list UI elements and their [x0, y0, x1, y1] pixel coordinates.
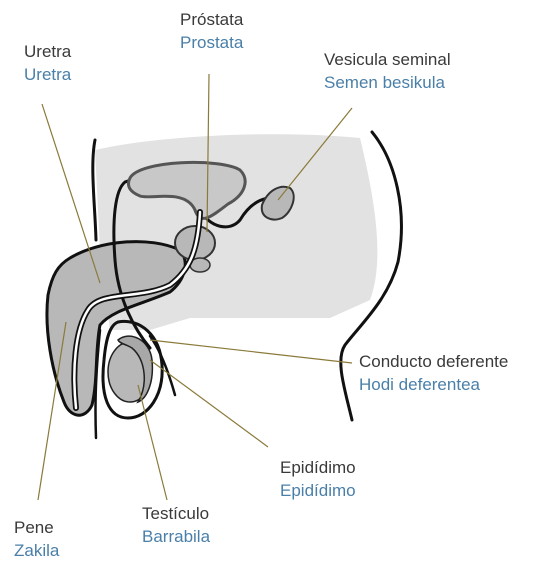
- label-conducto-es: Conducto deferente: [359, 350, 508, 373]
- label-vesicula-seminal: Vesicula seminal Semen besikula: [324, 48, 451, 94]
- leader-line-epididimo: [150, 360, 268, 447]
- label-uretra: Uretra Uretra: [24, 40, 71, 86]
- label-testiculo-es: Testículo: [142, 502, 210, 525]
- label-epididimo: Epidídimo Epidídimo: [280, 456, 356, 502]
- label-conducto-eu: Hodi deferentea: [359, 373, 508, 396]
- label-vesicula-eu: Semen besikula: [324, 71, 451, 94]
- label-epididimo-es: Epidídimo: [280, 456, 356, 479]
- label-vesicula-es: Vesicula seminal: [324, 48, 451, 71]
- label-pene: Pene Zakila: [14, 516, 59, 562]
- label-prostata-eu: Prostata: [180, 31, 243, 54]
- label-prostata: Próstata Prostata: [180, 8, 243, 54]
- label-epididimo-eu: Epidídimo: [280, 479, 356, 502]
- label-testiculo-eu: Barrabila: [142, 525, 210, 548]
- label-pene-eu: Zakila: [14, 539, 59, 562]
- label-uretra-eu: Uretra: [24, 63, 71, 86]
- label-testiculo: Testículo Barrabila: [142, 502, 210, 548]
- leader-line-conducto: [150, 340, 352, 363]
- label-pene-es: Pene: [14, 516, 59, 539]
- label-prostata-es: Próstata: [180, 8, 243, 31]
- label-conducto-deferente: Conducto deferente Hodi deferentea: [359, 350, 508, 396]
- label-uretra-es: Uretra: [24, 40, 71, 63]
